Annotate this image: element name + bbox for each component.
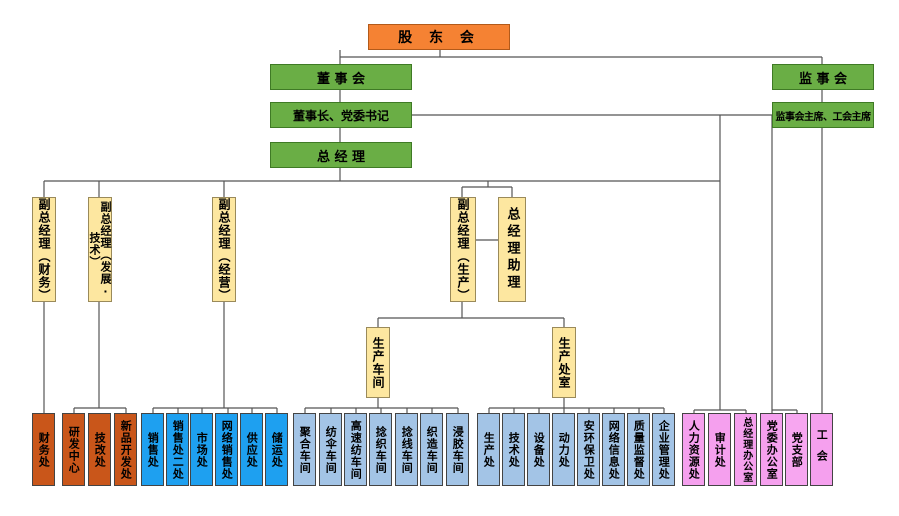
department-8: 供应处	[240, 413, 263, 486]
department-3: 新品开发处	[114, 413, 137, 486]
department-19: 设备处	[527, 413, 550, 486]
department-15: 织造车间	[420, 413, 443, 486]
department-10: 聚合车间	[293, 413, 316, 486]
production-workshop-group: 生产车间	[366, 327, 390, 398]
department-18: 技术处	[502, 413, 525, 486]
department-13: 捻织车间	[369, 413, 392, 486]
department-30: 工会	[810, 413, 833, 486]
department-2: 技改处	[88, 413, 111, 486]
department-4: 销售处	[141, 413, 164, 486]
deputy-gm-finance: 副总经理（财务）	[32, 197, 56, 302]
department-22: 网络信息处	[602, 413, 625, 486]
department-23: 质量监督处	[627, 413, 650, 486]
deputy-gm-development: 副总经理（发展·技术）	[88, 197, 112, 302]
department-16: 浸胶车间	[446, 413, 469, 486]
department-0: 财务处	[32, 413, 55, 486]
department-20: 动力处	[552, 413, 575, 486]
department-17: 生产处	[477, 413, 500, 486]
department-14: 捻线车间	[395, 413, 418, 486]
department-21: 安环保卫处	[577, 413, 600, 486]
department-25: 人力资源处	[682, 413, 705, 486]
department-9: 储运处	[265, 413, 288, 486]
department-7: 网络销售处	[215, 413, 238, 486]
department-24: 企业管理处	[652, 413, 675, 486]
board-box: 董 事 会	[270, 64, 412, 90]
department-11: 纺伞车间	[319, 413, 342, 486]
department-5: 销售处二处	[166, 413, 189, 486]
shareholders-box: 股 东 会	[368, 24, 510, 50]
general-manager-box: 总 经 理	[270, 142, 412, 168]
department-12: 高速纺车间	[344, 413, 367, 486]
department-26: 审计处	[708, 413, 731, 486]
department-6: 市场处	[190, 413, 213, 486]
supervisory-board-box: 监 事 会	[772, 64, 874, 90]
gm-assistant: 总经理助理	[498, 197, 526, 302]
deputy-gm-operations: 副总经理（经营）	[212, 197, 236, 302]
deputy-gm-production: 副总经理（生产）	[450, 197, 476, 302]
department-27: 总经理办公室	[734, 413, 757, 486]
supervisory-chair-box: 监事会主席、工会主席	[772, 102, 874, 128]
department-29: 党支部	[785, 413, 808, 486]
production-office-group: 生产处室	[552, 327, 576, 398]
department-1: 研发中心	[62, 413, 85, 486]
board-chair-box: 董事长、党委书记	[270, 102, 412, 128]
department-28: 党委办公室	[760, 413, 783, 486]
